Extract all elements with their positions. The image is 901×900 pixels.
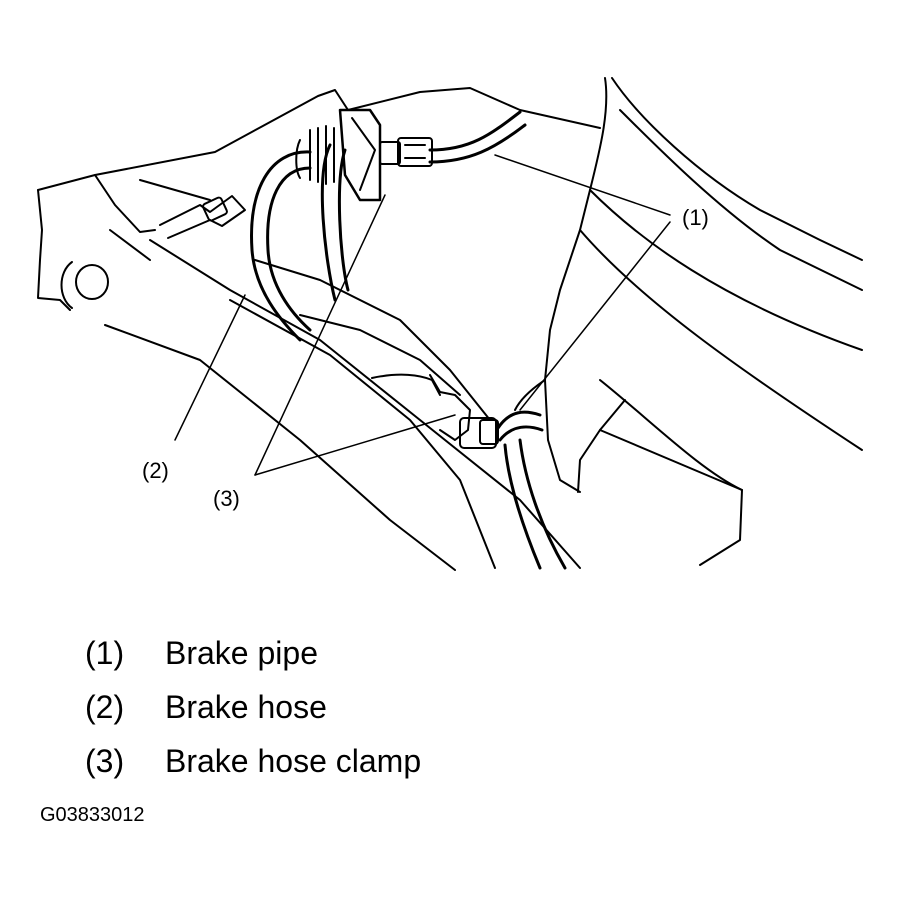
callout-1-label: (1): [682, 205, 709, 230]
legend-item-text: Brake hose: [165, 689, 327, 725]
figure-code: G03833012: [40, 804, 145, 826]
lower-pipe-and-clamp: [371, 373, 567, 570]
legend-item-text: Brake pipe: [165, 635, 318, 671]
brake-hose: [159, 108, 382, 342]
legend-item: (1) Brake pipe: [85, 635, 421, 689]
legend-item-number: (3): [85, 743, 125, 779]
leader-lines: [174, 154, 671, 476]
brake-line-illustration: [37, 77, 863, 571]
callout-3-label: (3): [213, 486, 240, 511]
legend-item: (2) Brake hose: [85, 689, 421, 743]
legend: (1) Brake pipe (2) Brake hose (3) Brake …: [85, 635, 421, 797]
legend-item-number: (2): [85, 689, 125, 725]
brake-pipe-upper: [379, 110, 527, 167]
legend-item-text: Brake hose clamp: [165, 743, 422, 779]
legend-item-number: (1): [85, 635, 125, 671]
wheel-arch-outline: [514, 77, 863, 566]
legend-item: (3) Brake hose clamp: [85, 743, 421, 797]
callout-2-label: (2): [142, 458, 169, 483]
